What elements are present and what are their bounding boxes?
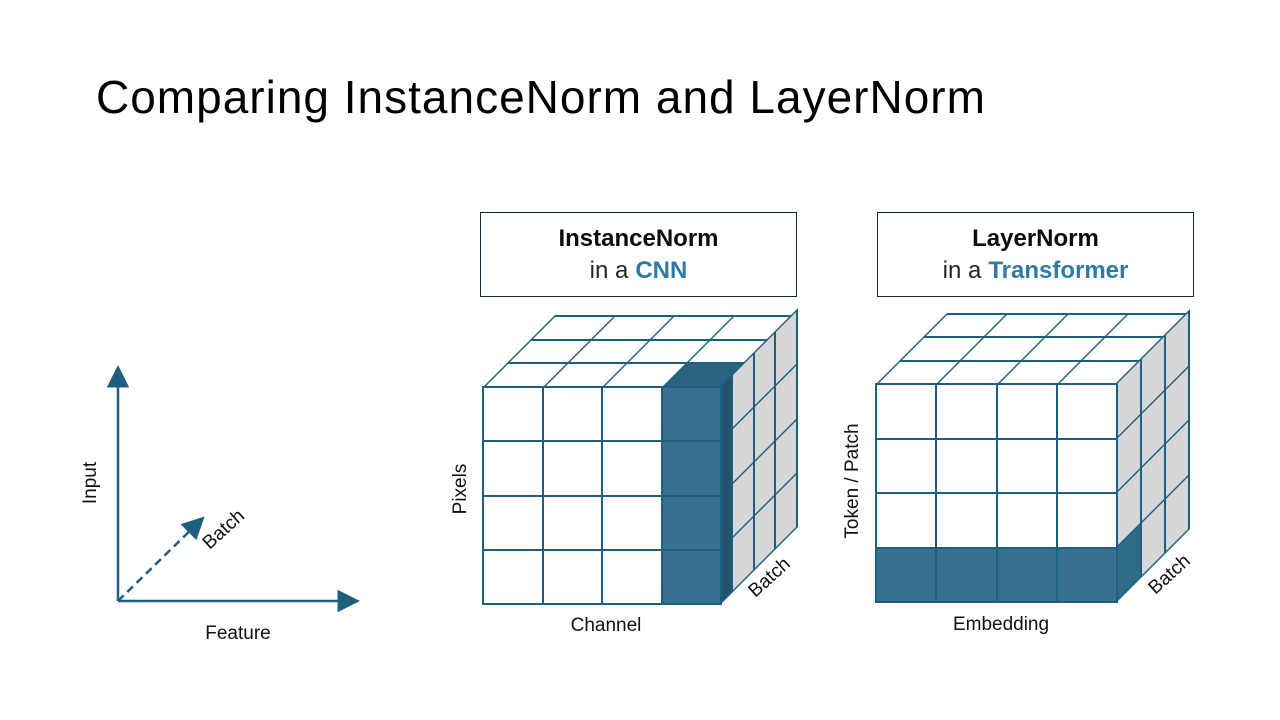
cube-cell: [543, 442, 601, 495]
cube-cell: [603, 550, 661, 603]
instancenorm-cube-front-face: [482, 386, 722, 605]
cube-cell: [1057, 548, 1116, 601]
cube-cell: [603, 442, 661, 495]
input-axis-label: Input: [80, 461, 101, 504]
cube-cell: [997, 385, 1056, 438]
cube-cell: [603, 388, 661, 441]
cube-cell: [937, 494, 996, 547]
token-patch-axis-label: Token / Patch: [842, 423, 863, 539]
cube-cell: [997, 494, 1056, 547]
cube-cell: [662, 550, 720, 603]
cube-cell: [484, 388, 542, 441]
cube-cell: [662, 442, 720, 495]
cube-cell: [543, 550, 601, 603]
layernorm-subtitle-accent: Transformer: [988, 256, 1129, 284]
channel-axis-label: Channel: [570, 615, 642, 636]
cube-cell: [997, 439, 1056, 492]
batch-axis-arrow: [117, 516, 205, 602]
cube-cell: [662, 496, 720, 549]
cube-cell: [1057, 439, 1116, 492]
instancenorm-subtitle-accent: CNN: [635, 256, 688, 284]
layernorm-heading: LayerNorm: [972, 224, 1099, 252]
batch-axis-label: Batch: [199, 506, 249, 554]
axis-legend-diagram: Input Feature Batch: [80, 365, 360, 644]
cube-cell: [1057, 385, 1116, 438]
instancenorm-heading: InstanceNorm: [558, 224, 719, 252]
layernorm-cube-front-face: [875, 383, 1118, 603]
cube-cell: [937, 548, 996, 601]
pixels-axis-label: Pixels: [450, 463, 471, 515]
embedding-axis-label: Embedding: [952, 614, 1050, 635]
cube-cell: [877, 385, 936, 438]
cube-cell: [484, 550, 542, 603]
cube-cell: [937, 385, 996, 438]
instancenorm-highlight-side-strip: [722, 377, 731, 601]
cube-cell: [484, 496, 542, 549]
cube-cell: [877, 548, 936, 601]
instancenorm-subtitle-prefix: in a: [589, 256, 629, 284]
cube-cell: [937, 439, 996, 492]
cube-cell: [543, 496, 601, 549]
cube-cell: [1057, 494, 1116, 547]
cube-cell: [603, 496, 661, 549]
cube-cell: [543, 388, 601, 441]
layernorm-subtitle-prefix: in a: [942, 256, 982, 284]
cube-cell: [484, 442, 542, 495]
cube-cell: [877, 439, 936, 492]
feature-axis-label: Feature: [205, 623, 270, 644]
cube-cell: [877, 494, 936, 547]
cube-cell: [662, 388, 720, 441]
slide-title: Comparing InstanceNorm and LayerNorm: [96, 71, 986, 123]
cube-cell: [997, 548, 1056, 601]
